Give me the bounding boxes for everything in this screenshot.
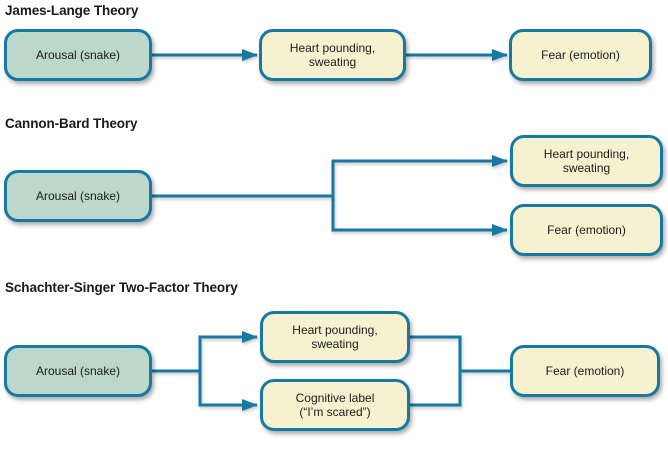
box-ss-response: Heart pounding, sweating [260, 311, 410, 363]
box-label: Cognitive label (“I’m scared”) [295, 391, 375, 419]
box-label: Fear (emotion) [547, 223, 626, 237]
box-label: Heart pounding, sweating [292, 323, 378, 351]
box-label: Heart pounding, sweating [289, 41, 376, 69]
box-cb-arousal: Arousal (snake) [4, 170, 152, 222]
box-label: Heart pounding, sweating [543, 147, 630, 175]
box-label: Arousal (snake) [35, 189, 121, 203]
box-jl-emotion: Fear (emotion) [509, 29, 652, 81]
box-label: Fear (emotion) [541, 48, 620, 62]
box-label: Fear (emotion) [545, 364, 625, 378]
box-label: Arousal (snake) [35, 364, 121, 378]
box-jl-response: Heart pounding, sweating [259, 29, 406, 81]
box-ss-cognitive: Cognitive label (“I’m scared”) [260, 379, 410, 431]
section-title-cannon-bard: Cannon-Bard Theory [5, 116, 138, 131]
box-jl-arousal: Arousal (snake) [4, 29, 152, 81]
box-cb-response: Heart pounding, sweating [510, 135, 663, 187]
box-ss-emotion: Fear (emotion) [510, 345, 660, 397]
box-label: Arousal (snake) [35, 48, 121, 62]
box-ss-arousal: Arousal (snake) [4, 345, 152, 397]
section-title-james-lange: James-Lange Theory [5, 3, 139, 18]
box-cb-emotion: Fear (emotion) [510, 204, 663, 256]
section-title-schachter-singer: Schachter-Singer Two-Factor Theory [5, 280, 238, 295]
